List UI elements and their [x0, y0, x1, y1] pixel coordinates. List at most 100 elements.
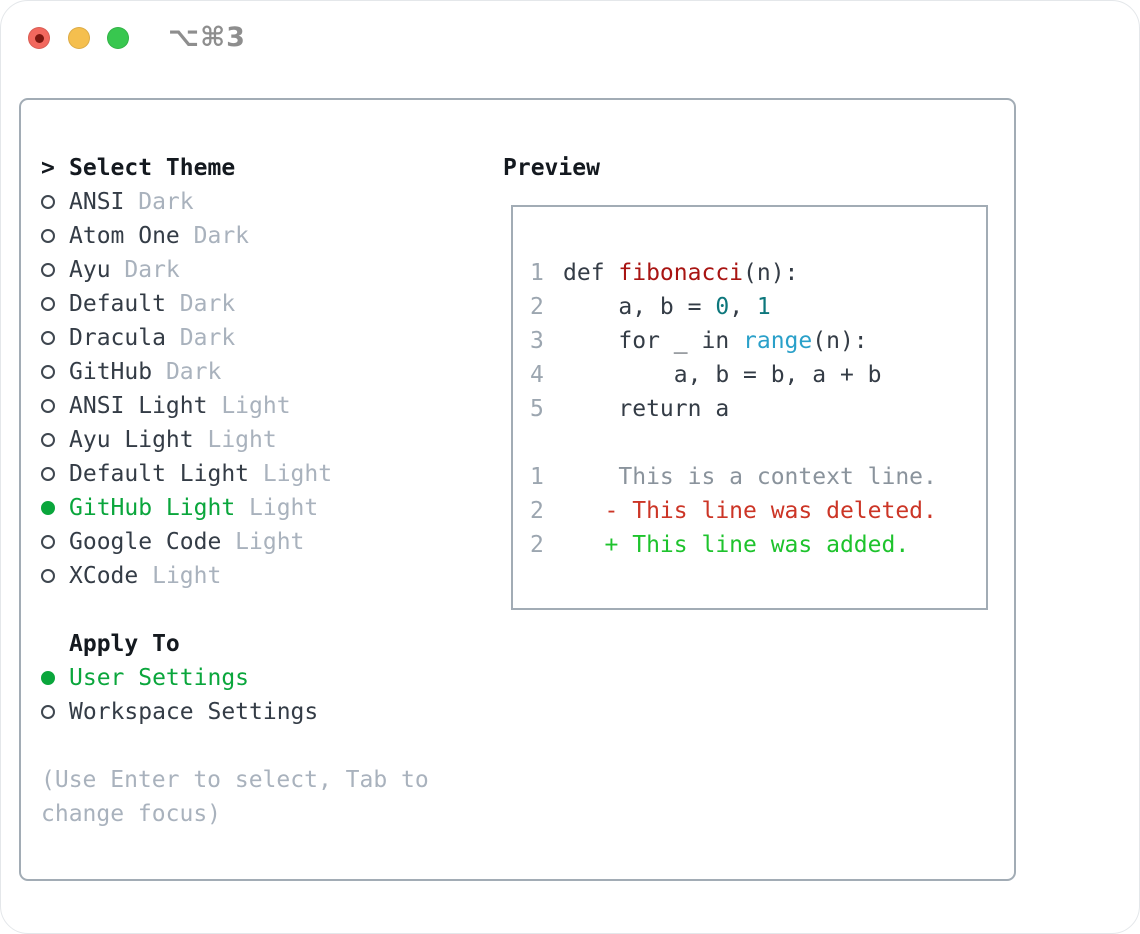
theme-item-google-code[interactable]: Google Code Light	[41, 525, 332, 559]
line-number: 1	[530, 260, 544, 286]
theme-item-variant: Dark	[179, 291, 236, 317]
radio-icon	[41, 263, 69, 277]
code-segment-context: This is a context line.	[563, 464, 937, 490]
theme-picker-header: > Select Theme	[41, 151, 332, 185]
theme-item-default[interactable]: Default Dark	[41, 287, 332, 321]
code-segment-text: (n):	[812, 328, 868, 354]
zoom-button[interactable]	[107, 27, 129, 49]
radio-icon	[41, 297, 69, 311]
theme-item-variant: Light	[235, 529, 305, 555]
line-number: 5	[530, 396, 544, 422]
theme-item-atom-one[interactable]: Atom One Dark	[41, 219, 332, 253]
radio-icon	[41, 399, 69, 413]
line-number: 2	[530, 498, 544, 524]
radio-icon	[41, 467, 69, 481]
line-number: 2	[530, 532, 544, 558]
code-text: - This line was deleted.	[563, 498, 937, 524]
code-line: 3 for _ in range(n):	[530, 324, 986, 358]
apply-option-label: Workspace Settings	[69, 699, 319, 725]
theme-item-label: GitHub	[69, 359, 153, 385]
code-text: This is a context line.	[563, 464, 937, 490]
theme-item-variant: Dark	[124, 257, 180, 283]
code-segment-function: fibonacci	[618, 260, 744, 286]
theme-item-ayu[interactable]: Ayu Dark	[41, 253, 332, 287]
code-text: return a	[563, 396, 729, 422]
theme-item-ansi[interactable]: ANSI Dark	[41, 185, 332, 219]
line-number: 2	[530, 294, 544, 320]
code-text: a, b = b, a + b	[563, 362, 882, 388]
apply-option-workspace-settings[interactable]: Workspace Settings	[41, 695, 318, 729]
code-segment-deleted: - This line was deleted.	[563, 498, 937, 524]
theme-item-label: GitHub Light	[69, 495, 236, 521]
radio-icon	[41, 569, 69, 583]
theme-item-label: ANSI	[69, 189, 125, 215]
code-line: 2 - This line was deleted.	[530, 494, 986, 528]
theme-item-label: Ayu	[69, 257, 111, 283]
theme-item-variant: Light	[249, 495, 319, 521]
theme-item-github[interactable]: GitHub Dark	[41, 355, 332, 389]
theme-item-variant: Dark	[179, 325, 236, 351]
code-text: for _ in range(n):	[563, 328, 868, 354]
theme-item-dracula[interactable]: Dracula Dark	[41, 321, 332, 355]
theme-item-github-light[interactable]: GitHub Light Light	[41, 491, 332, 525]
apply-to-title: Apply To	[69, 631, 180, 657]
code-segment-number: 1	[756, 294, 771, 320]
theme-item-variant: Dark	[138, 189, 194, 215]
window-title: ⌥⌘3	[168, 22, 246, 53]
code-text: def fibonacci(n):	[563, 260, 798, 286]
code-segment-text: a, b = b, a + b	[563, 362, 882, 388]
theme-item-variant: Light	[152, 563, 222, 589]
theme-item-label: Dracula	[69, 325, 166, 351]
code-line	[530, 426, 986, 460]
theme-item-variant: Dark	[165, 359, 222, 385]
theme-item-label: Atom One	[69, 223, 180, 249]
theme-item-label: Google Code	[69, 529, 222, 555]
theme-picker-title: Select Theme	[69, 155, 236, 181]
code-line: 2 a, b = 0, 1	[530, 290, 986, 324]
code-line: 1 def fibonacci(n):	[530, 256, 986, 290]
close-button[interactable]	[28, 27, 50, 49]
apply-option-user-settings[interactable]: User Settings	[41, 661, 318, 695]
focus-arrow-icon: >	[41, 155, 55, 181]
code-line: 5 return a	[530, 392, 986, 426]
theme-item-label: ANSI Light	[69, 393, 208, 419]
radio-icon	[41, 535, 69, 549]
code-segment-text: return a	[563, 396, 730, 422]
theme-item-label: XCode	[69, 563, 139, 589]
help-line: (Use Enter to select, Tab to	[41, 767, 429, 793]
code-segment-number: 0	[715, 294, 730, 320]
line-number: 4	[530, 362, 544, 388]
apply-option-label: User Settings	[69, 665, 250, 691]
close-dot-icon	[34, 33, 44, 43]
theme-item-label: Default Light	[69, 461, 250, 487]
theme-item-label: Default	[69, 291, 166, 317]
preview-title: Preview	[503, 155, 600, 181]
radio-icon	[41, 705, 69, 719]
radio-selected-icon	[41, 501, 69, 515]
code-segment-text: ,	[729, 294, 757, 320]
code-line: 1 This is a context line.	[530, 460, 986, 494]
theme-item-variant: Light	[207, 427, 277, 453]
minimize-button[interactable]	[68, 27, 90, 49]
code-line: 4 a, b = b, a + b	[530, 358, 986, 392]
radio-icon	[41, 195, 69, 209]
theme-item-variant: Dark	[193, 223, 250, 249]
radio-icon	[41, 229, 69, 243]
code-segment-added: + This line was added.	[563, 532, 910, 558]
theme-item-xcode[interactable]: XCode Light	[41, 559, 332, 593]
code-line: 2 + This line was added.	[530, 528, 986, 562]
titlebar: ⌥⌘3	[1, 1, 1139, 75]
radio-selected-icon	[41, 671, 69, 685]
